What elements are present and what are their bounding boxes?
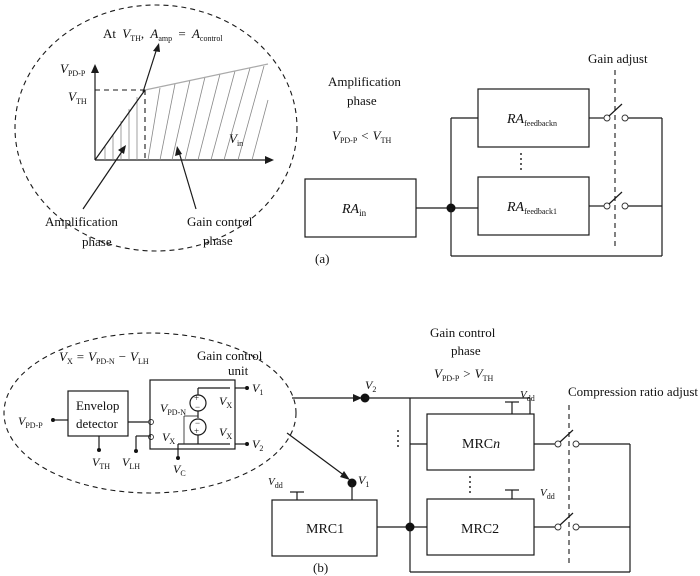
gc-unit-label-1: Gain control	[197, 348, 263, 363]
vdd-mrc1-label: Vdd	[268, 476, 283, 490]
ra-feedback-n-label: RAfeedbackn	[506, 112, 557, 128]
vx-small-label: VX	[162, 430, 175, 446]
mrc2-label: MRC2	[461, 522, 499, 537]
vc-label: VC	[173, 462, 186, 478]
gc-phase-title-1: Gain control	[430, 325, 496, 340]
inset-amp-label-1: Amplification	[45, 214, 118, 229]
v1-arrow	[286, 432, 346, 477]
caption-a: (a)	[315, 251, 329, 266]
envelop-detector-block	[67, 390, 129, 437]
envelop-label-2: detector	[76, 416, 119, 431]
amp-region-hatch	[104, 97, 138, 160]
amp-phase-condition: VPD-P<VTH	[332, 128, 391, 145]
vx-bot-label: VX	[219, 425, 232, 441]
vpdn-label: VPD-N	[160, 401, 186, 417]
vdd-mrcn-label: Vdd	[520, 389, 535, 403]
amp-slope-line	[94, 89, 146, 161]
ra-feedback-1-block	[477, 176, 590, 236]
v2-node-label: V2	[365, 378, 376, 394]
panel-b: VX=VPD-N−VLH Gain control unit Envelop d…	[3, 325, 698, 575]
amp-phase-title-2: phase	[347, 93, 377, 108]
wiring-a	[416, 103, 663, 257]
gc-region-hatch	[147, 65, 269, 161]
inset-gc-label-2: phase	[203, 233, 233, 248]
vpdp-label: VPD-P	[18, 414, 43, 430]
gc-phase-title-2: phase	[451, 343, 481, 358]
v1-out-label: V1	[252, 381, 263, 397]
vth-input-label: VTH	[92, 455, 110, 471]
panel-a: At VTH, Aamp = Acontrol	[14, 4, 663, 266]
amp-phase-title-1: Amplification	[328, 74, 401, 89]
vlh-label: VLH	[122, 455, 140, 471]
svg-text:−: −	[195, 402, 200, 412]
gc-phase-arrow	[178, 151, 197, 210]
inset-condition: At VTH, Aamp = Acontrol	[103, 26, 223, 44]
mrc1-block	[271, 499, 378, 557]
v1-node-label: V1	[358, 473, 369, 489]
mrcn-label: MRCn	[462, 437, 500, 452]
inset-x-axis-label: Vin	[229, 131, 243, 148]
gc-slope-line	[144, 63, 269, 91]
gc-unit-label-2: unit	[228, 363, 249, 378]
amp-phase-arrow	[82, 149, 124, 210]
svg-text:+: +	[194, 393, 199, 403]
inset-ellipse-b	[3, 332, 297, 494]
inset-amp-label-2: phase	[82, 234, 112, 249]
envelop-label-1: Envelop	[76, 398, 119, 413]
gain-adjust-label: Gain adjust	[588, 51, 648, 66]
inset-vth-label: VTH	[68, 89, 87, 106]
ra-in-label: RAin	[341, 202, 367, 218]
caption-b: (b)	[313, 560, 328, 575]
vx-equation: VX=VPD-N−VLH	[59, 349, 149, 366]
vdd-mrc2-label: Vdd	[540, 487, 555, 501]
svg-text:+: +	[194, 426, 199, 436]
gc-unit-block	[149, 379, 236, 450]
condition-pointer	[142, 47, 158, 93]
mrc1-label: MRC1	[306, 522, 344, 537]
inset-gc-label-1: Gain control	[187, 214, 253, 229]
mrcn-block	[426, 413, 535, 471]
cr-adjust-label: Compression ratio adjust	[568, 384, 698, 399]
ra-feedback-1-label: RAfeedback1	[506, 200, 557, 216]
inset-y-axis-label: VPD-P	[60, 61, 86, 78]
v2-out-label: V2	[252, 437, 263, 453]
voltage-sources: + − − +	[176, 387, 230, 460]
gc-phase-condition: VPD-P>VTH	[434, 366, 493, 383]
inset-ellipse-a	[14, 4, 298, 252]
ra-feedback-n-block	[477, 88, 590, 148]
vx-top-label: VX	[219, 394, 232, 410]
svg-text:−: −	[195, 418, 200, 428]
